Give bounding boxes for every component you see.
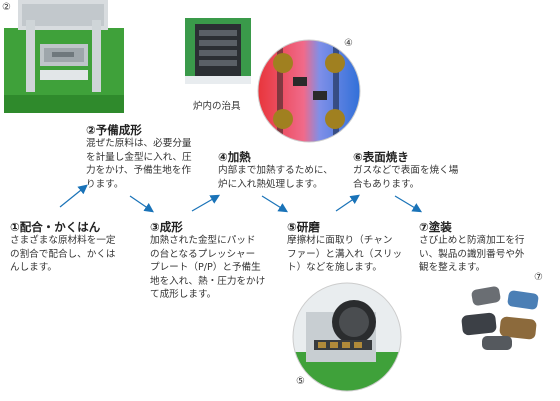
step-title-forming: ③成形 [150, 220, 183, 234]
photo-grinding-machine [292, 282, 402, 392]
desc-line: さび止めと防滴加工を行 [419, 235, 525, 246]
step-title-mixing: ①配合・かくはん [10, 220, 101, 234]
step-desc-surface-burning: ガスなどで表面を焼く場 合もあります。 [353, 164, 503, 191]
step-title-painting: ⑦塗装 [419, 220, 452, 234]
desc-line: 合もあります。 [353, 178, 420, 190]
photo-furnace-jig-inset [185, 18, 251, 84]
photo-brake-pads [452, 278, 550, 358]
desc-line: んします。 [10, 262, 58, 274]
desc-line: 力をかけ、予備生地を作 [86, 165, 192, 177]
step-title-grinding: ⑤研磨 [287, 220, 320, 234]
photo-number-5: ⑤ [296, 376, 305, 387]
desc-line: ト）などを施します。 [287, 262, 382, 274]
desc-line: 加熱された金型にパッド [150, 235, 256, 246]
step-title-surface-burning: ⑥表面焼き [353, 150, 409, 164]
step-desc-forming: 加熱された金型にパッド の台となるプレッシャー プレート（P/P）と予備生 地を… [150, 234, 286, 302]
arrow-4-to-5 [261, 195, 289, 213]
arrow-3-to-4 [191, 194, 221, 212]
desc-line: さまざまな原材料を一定 [10, 235, 116, 246]
photo-number-2: ② [2, 2, 11, 13]
arrow-1-to-2 [59, 184, 88, 208]
desc-line: て成形します。 [150, 289, 217, 301]
desc-line: 内部まで加熱するために、 [218, 165, 333, 176]
photo-number-7: ⑦ [534, 272, 543, 283]
desc-line: ります。 [86, 178, 124, 190]
desc-line: 地を入れ、熱・圧力をかけ [150, 275, 266, 287]
photo-furnace [257, 39, 361, 143]
desc-line: 混ぜた原料は、必要分量 [86, 138, 192, 149]
arrow-2-to-3 [129, 195, 154, 213]
arrow-6-to-7 [394, 195, 423, 213]
desc-line: を計量し金型に入れ、圧 [86, 151, 192, 163]
photo-preforming-press [0, 0, 126, 113]
inset-caption: 炉内の治具 [193, 101, 241, 112]
step-desc-preforming: 混ぜた原料は、必要分量 を計量し金型に入れ、圧 力をかけ、予備生地を作 ります。 [86, 137, 226, 191]
desc-line: 観を整えます。 [419, 262, 486, 274]
arrow-5-to-6 [335, 194, 360, 212]
desc-line: ファー）と溝入れ（スリッ [287, 248, 403, 260]
photo-number-4: ④ [344, 38, 353, 49]
desc-line: プレート（P/P）と予備生 [150, 262, 261, 274]
step-desc-heating: 内部まで加熱するために、 炉に入れ熱処理します。 [218, 164, 368, 191]
step-title-preforming: ②予備成形 [86, 123, 142, 137]
step-desc-mixing: さまざまな原材料を一定 の割合で配合し、かくは んします。 [10, 234, 150, 275]
step-desc-painting: さび止めと防滴加工を行 い、製品の識別番号や外 観を整えます。 [419, 234, 559, 275]
step-desc-grinding: 摩擦材に面取り（チャン ファー）と溝入れ（スリッ ト）などを施します。 [287, 234, 417, 275]
desc-line: 炉に入れ熱処理します。 [218, 178, 323, 190]
desc-line: の台となるプレッシャー [150, 248, 256, 260]
desc-line: の割合で配合し、かくは [10, 248, 116, 260]
desc-line: 摩擦材に面取り（チャン [287, 235, 393, 246]
step-title-heating: ④加熱 [218, 150, 251, 164]
desc-line: い、製品の識別番号や外 [419, 248, 525, 260]
desc-line: ガスなどで表面を焼く場 [353, 165, 459, 176]
